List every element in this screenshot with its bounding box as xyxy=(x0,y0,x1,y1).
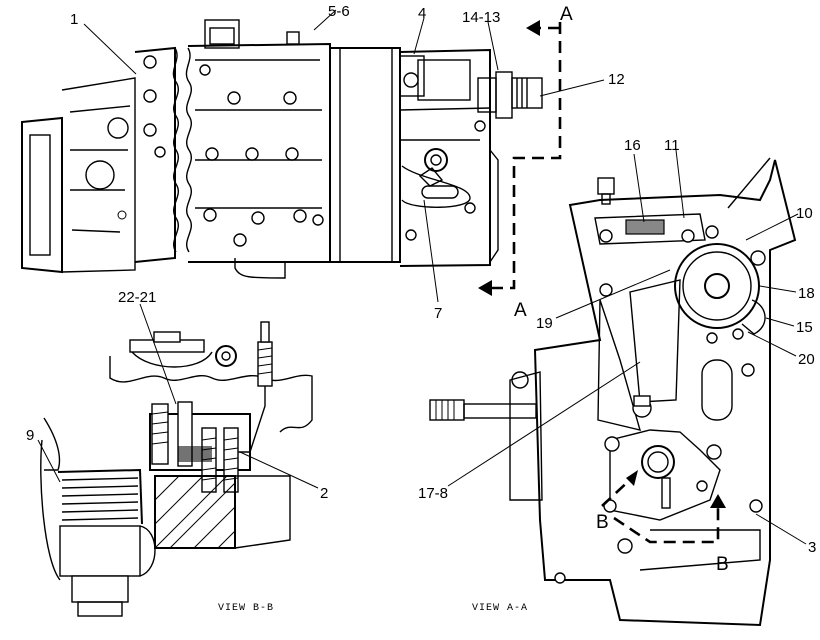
callout-16: 16 xyxy=(624,137,641,154)
callout-5-6: 5-6 xyxy=(328,3,350,20)
callout-3: 3 xyxy=(808,539,816,556)
callout-4: 4 xyxy=(418,5,426,22)
view-bb xyxy=(40,321,313,617)
callout-10: 10 xyxy=(796,205,813,222)
view-aa xyxy=(429,157,797,627)
callout-2: 2 xyxy=(320,485,328,502)
section-mark-a-bottom: A xyxy=(514,300,527,321)
caption-view-aa: VIEW A-A xyxy=(472,603,528,614)
callout-7: 7 xyxy=(434,305,442,322)
section-mark-b-right: B xyxy=(716,554,729,575)
section-letters: A A B B xyxy=(514,4,729,575)
leader-lines xyxy=(37,9,807,545)
callout-19: 19 xyxy=(536,315,553,332)
callout-11: 11 xyxy=(664,137,680,154)
callout-1: 1 xyxy=(70,11,78,28)
callout-12: 12 xyxy=(608,71,625,88)
callout-20: 20 xyxy=(798,351,815,368)
section-mark-b-left: B xyxy=(596,512,609,533)
callout-9: 9 xyxy=(26,427,34,444)
section-mark-a-top: A xyxy=(560,4,573,25)
section-line-a xyxy=(478,20,562,296)
callout-14-13: 14-13 xyxy=(462,9,500,26)
callout-18: 18 xyxy=(798,285,815,302)
callout-17-8: 17-8 xyxy=(418,485,448,502)
pump-top-view xyxy=(21,19,543,279)
callout-22-21: 22-21 xyxy=(118,289,156,306)
callout-labels: 1 4 5-6 14-13 12 7 16 11 10 18 15 20 19 … xyxy=(26,3,816,556)
caption-view-bb: VIEW B-B xyxy=(218,603,274,614)
callout-15: 15 xyxy=(796,319,813,336)
